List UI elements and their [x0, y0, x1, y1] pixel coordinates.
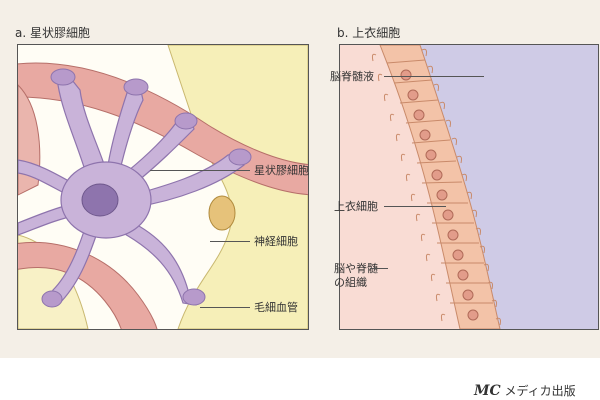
astrocyte-nucleus	[81, 183, 119, 217]
tissue-label-line2: の組織	[334, 276, 367, 289]
csf-label: 脳脊髄液	[330, 70, 374, 83]
panel-b-illustration	[339, 44, 599, 330]
ependymal-leader-line	[384, 206, 446, 207]
neuron-leader-line	[210, 241, 250, 242]
panel-a-illustration	[17, 44, 309, 330]
ependymal-label: 上衣細胞	[334, 200, 378, 213]
ependymal-cilia	[421, 48, 501, 326]
logo-mark: MC	[474, 383, 501, 399]
astrocyte-end-feet	[41, 68, 252, 308]
publisher-logo: MC メディカ出版	[474, 382, 576, 399]
capillary-leader-line	[200, 307, 250, 308]
astrocyte-label: 星状膠細胞	[254, 164, 309, 177]
csf-region	[420, 45, 598, 329]
neuron-nucleus	[208, 195, 236, 231]
astrocyte-leader-line	[150, 170, 250, 171]
csf-leader-line	[384, 76, 484, 77]
panel-b-title: b. 上衣細胞	[337, 26, 401, 40]
tissue-label-line1: 脳や脊髄	[334, 262, 378, 275]
ependymal-layer	[379, 45, 501, 329]
tissue-leader-line	[370, 268, 388, 269]
ependymal-nuclei	[400, 69, 479, 321]
neuron-label: 神経細胞	[254, 235, 298, 248]
basal-processes	[371, 53, 446, 322]
capillary-label: 毛細血管	[254, 301, 298, 314]
astrocyte-processes	[18, 74, 245, 306]
ependymal-cell-borders	[386, 59, 493, 304]
astrocyte-diagram	[18, 45, 308, 329]
logo-text: メディカ出版	[504, 384, 576, 398]
ependymal-diagram	[371, 45, 598, 329]
panel-a-title: a. 星状膠細胞	[15, 26, 90, 40]
